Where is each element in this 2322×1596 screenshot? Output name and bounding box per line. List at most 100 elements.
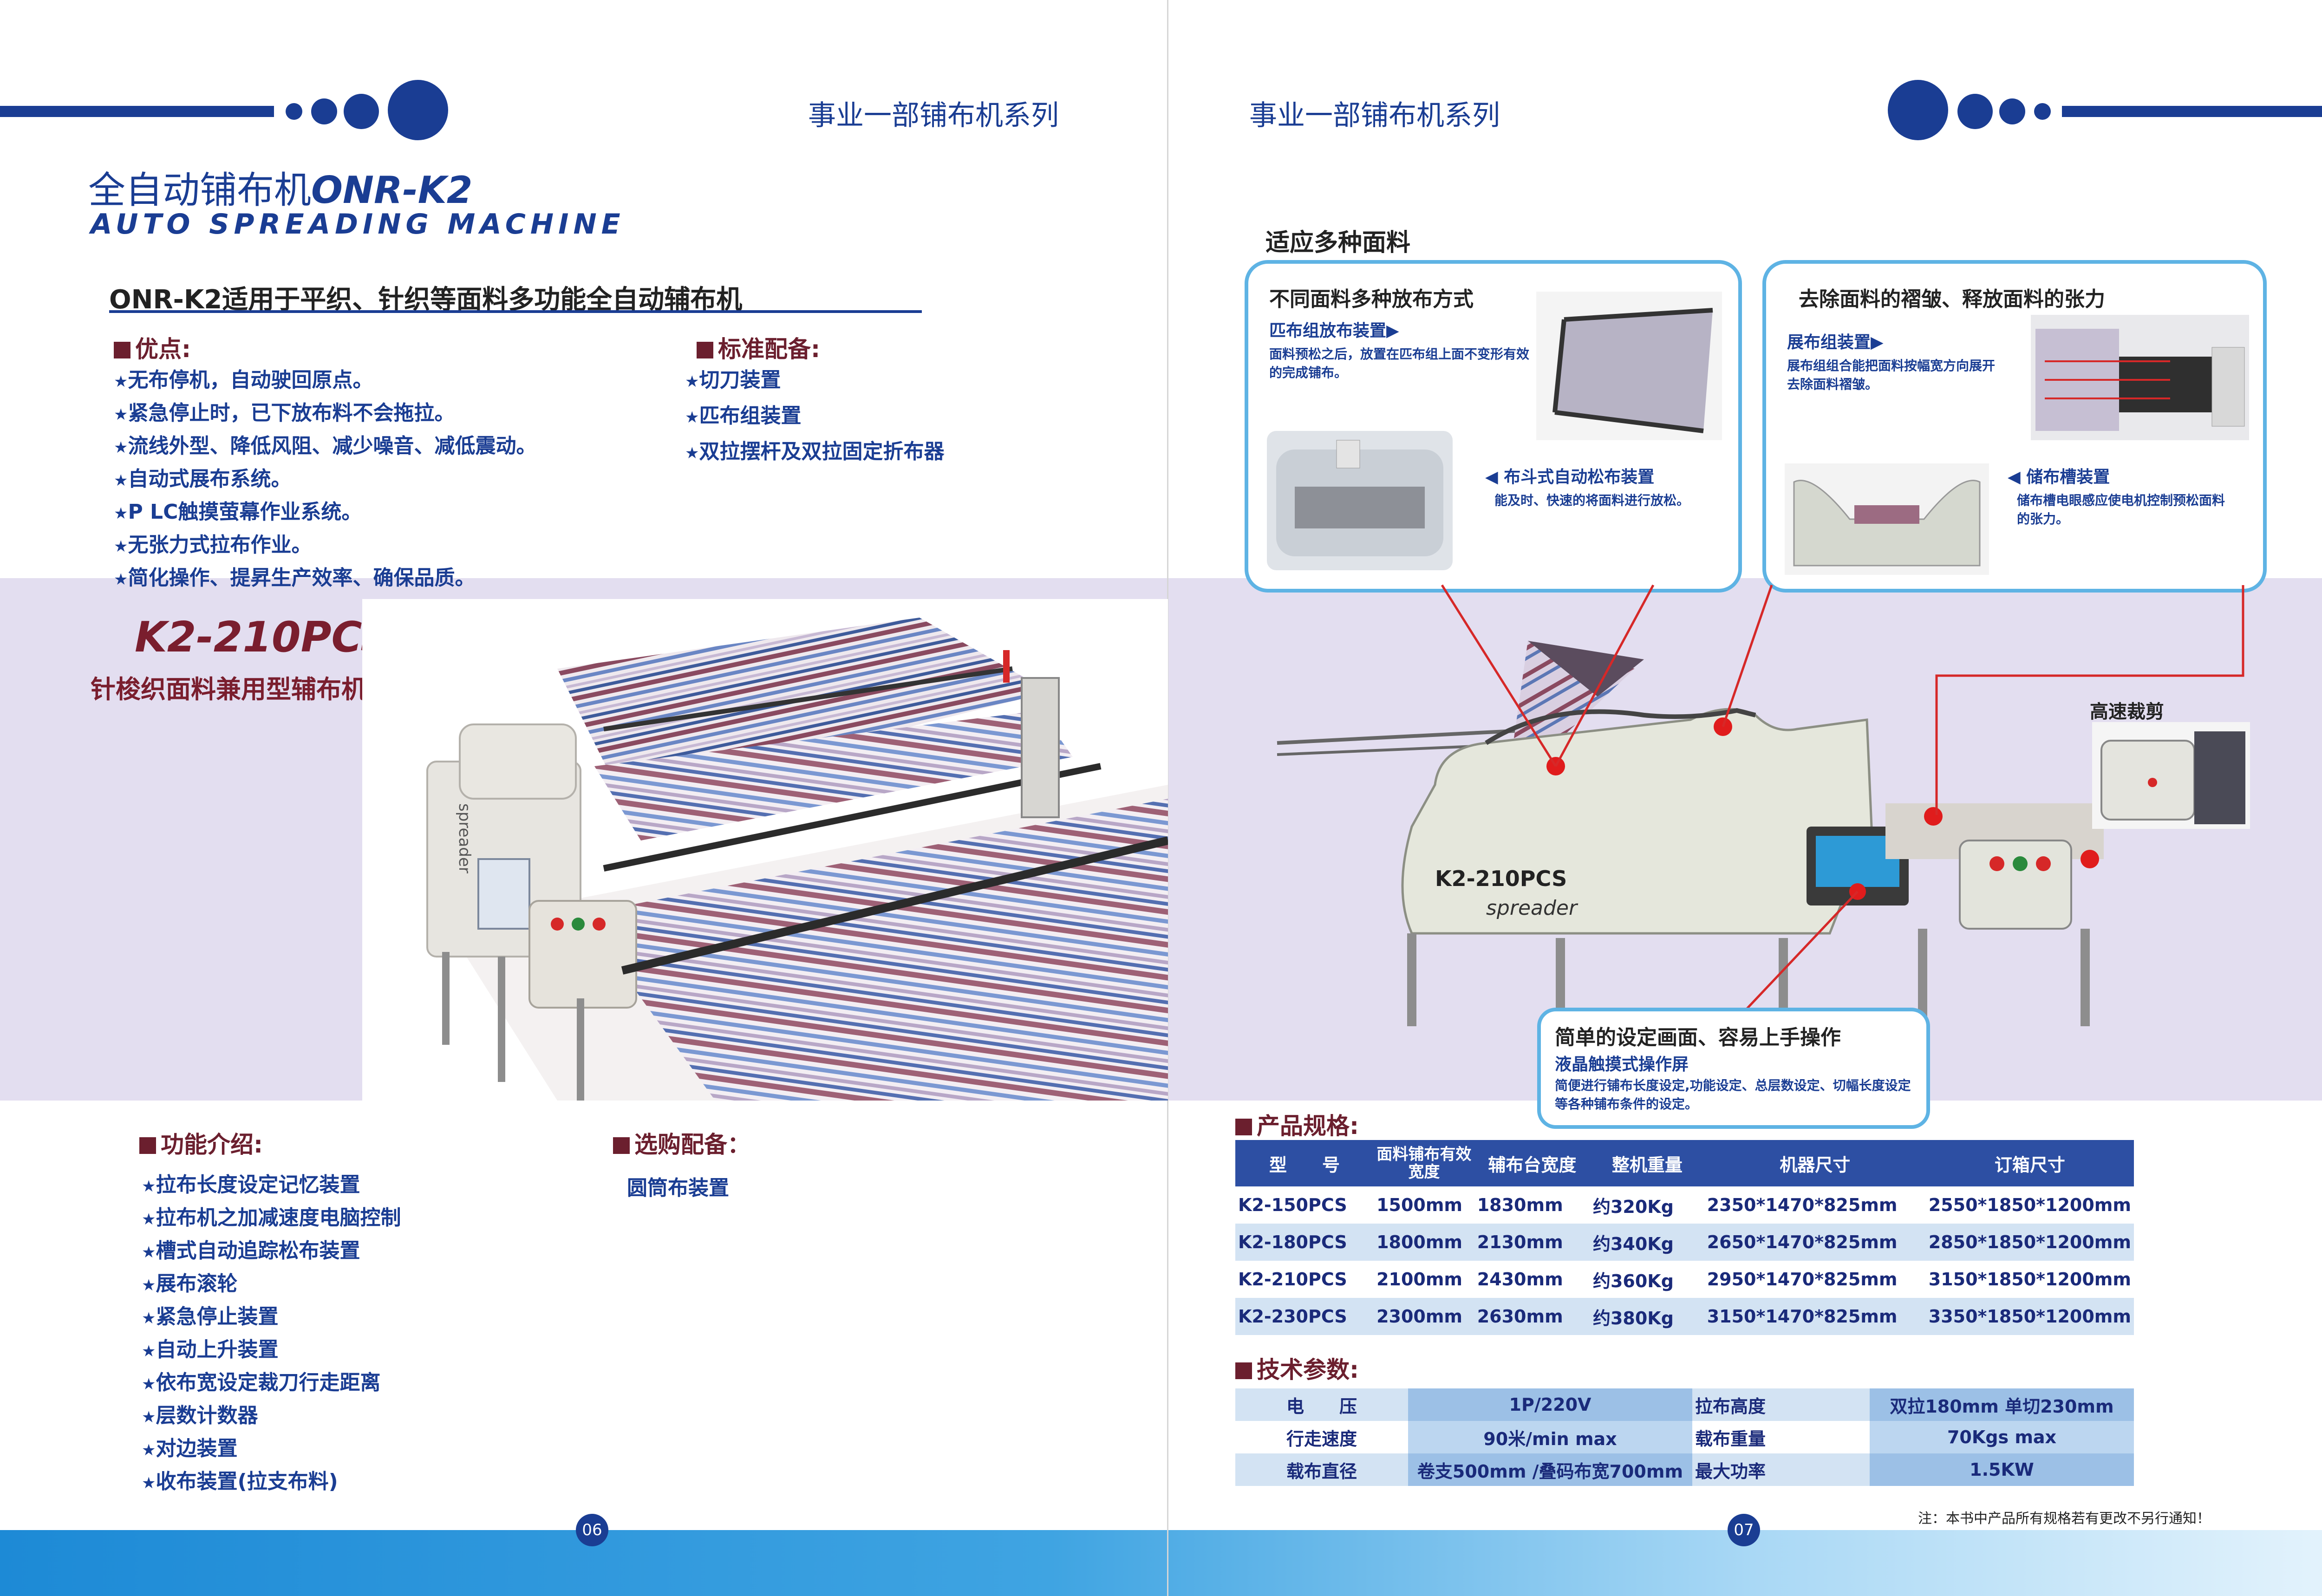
- table-cell: 1800mm: [1376, 1232, 1463, 1252]
- list-item: 双拉摆杆及双拉固定折布器: [685, 435, 944, 470]
- table-cell: 行走速度: [1235, 1421, 1408, 1453]
- spreading-roller-illustration: [2035, 329, 2245, 431]
- table-cell: 70Kgs max: [1870, 1421, 2134, 1453]
- square-bullet-icon: [1235, 1362, 1252, 1379]
- table-cell: 约380Kg: [1592, 1308, 1674, 1329]
- callout-touch-screen: 简单的设定画面、容易上手操作 液晶触摸式操作屏 简便进行铺布长度设定,功能设定、…: [1537, 1008, 1930, 1129]
- table-row: K2-230PCS 2300mm 2630mm 约380Kg 3150*1470…: [1235, 1298, 2134, 1335]
- table-header-row: 型 号 面料铺布有效宽度 辅布台宽度 整机重量 机器尺寸 订箱尺寸: [1235, 1140, 2134, 1186]
- list-item: 自动式展布系统。: [114, 463, 536, 496]
- table-cell: 最大功率: [1692, 1453, 1870, 1486]
- column-header: 机器尺寸: [1780, 1154, 1851, 1175]
- fabrics-heading: 适应多种面料: [1265, 229, 1411, 257]
- advantages-list: 无布停机，自动驶回原点。 紧急停止时，已下放布料不会拖拉。 流线外型、降低风阻、…: [114, 365, 536, 595]
- subtitle: ONR-K2适用于平织、针织等面料多功能全自动辅布机: [109, 285, 743, 315]
- column-header: 辅布台宽度: [1488, 1154, 1577, 1175]
- list-item: 层数计数器: [142, 1400, 401, 1433]
- callout-title: 去除面料的褶皱、释放面料的张力: [1799, 287, 2105, 311]
- table-row: 行走速度 90米/min max 载布重量 70Kgs max: [1235, 1421, 2134, 1453]
- title-model: ONR-K2: [311, 169, 473, 212]
- list-item: 依布宽设定裁刀行走距离: [142, 1367, 401, 1400]
- list-item: 无张力式拉布作业。: [114, 529, 536, 562]
- table-cell: K2-210PCS: [1238, 1269, 1347, 1290]
- square-bullet-icon: [613, 1137, 630, 1154]
- callout-desc: 简便进行铺布长度设定,功能设定、总层数设定、切幅长度设定等各种铺布条件的设定。: [1555, 1078, 1911, 1112]
- spec-table: 型 号 面料铺布有效宽度 辅布台宽度 整机重量 机器尺寸 订箱尺寸 K2-150…: [1235, 1140, 2134, 1335]
- cloth-rack-illustration: [1552, 308, 1713, 433]
- table-row: K2-210PCS 2100mm 2430mm 约360Kg 2950*1470…: [1235, 1261, 2134, 1298]
- header-bar-right: [2062, 106, 2322, 117]
- table-cell: 约340Kg: [1592, 1233, 1674, 1254]
- series-header-left: 事业一部铺布机系列: [808, 99, 1059, 132]
- page-title: 全自动铺布机ONR-K2: [88, 160, 472, 214]
- list-item: 展布滚轮: [142, 1268, 401, 1301]
- table-cell: 3150*1470*825mm: [1707, 1306, 1898, 1327]
- spec-heading: 产品规格:: [1235, 1107, 1359, 1141]
- footer-band: [0, 1530, 2322, 1596]
- table-row: 载布直径 卷支500mm /叠码布宽700mm 最大功率 1.5KW: [1235, 1453, 2134, 1486]
- subtitle-underline: [109, 310, 922, 313]
- table-cell: 1.5KW: [1870, 1453, 2134, 1486]
- table-cell: 3350*1850*1200mm: [1928, 1306, 2131, 1327]
- table-cell: 2650*1470*825mm: [1707, 1232, 1898, 1252]
- column-header: 型 号: [1269, 1154, 1340, 1175]
- table-row: 电 压 1P/220V 拉布高度 双拉180mm 单切230mm: [1235, 1388, 2134, 1421]
- header-dot-large: [388, 80, 448, 140]
- list-item: P LC触摸萤幕作业系统。: [114, 496, 536, 529]
- column-header: 订箱尺寸: [1994, 1154, 2065, 1175]
- callout-item-title: 匹布组放布装置▶: [1269, 321, 1399, 340]
- table-cell: 2100mm: [1376, 1269, 1463, 1290]
- callout-item-desc: 能及时、快速的将面料进行放松。: [1494, 493, 1690, 508]
- machine-model-label: K2-210PCS: [1435, 866, 1567, 891]
- table-cell: 拉布高度: [1692, 1388, 1870, 1421]
- table-cell: 1P/220V: [1408, 1388, 1692, 1421]
- table-cell: 2300mm: [1376, 1306, 1463, 1327]
- callout-item-desc: 储布槽电眼感应使电机控制预松面料的张力。: [2017, 493, 2225, 527]
- list-item: 自动上升装置: [142, 1334, 401, 1367]
- fabric-hopper-photo: [1267, 431, 1453, 570]
- table-cell: 1500mm: [1376, 1195, 1463, 1215]
- table-cell: 卷支500mm /叠码布宽700mm: [1408, 1453, 1692, 1486]
- callout-fabric-tension: 去除面料的褶皱、释放面料的张力 展布组装置▶ 展布组组合能把面料按幅宽方向展开去…: [1762, 260, 2267, 593]
- tech-table: 电 压 1P/220V 拉布高度 双拉180mm 单切230mm 行走速度 90…: [1235, 1388, 2134, 1486]
- model-name: K2-210PCS: [135, 613, 391, 662]
- header-dot: [344, 94, 379, 129]
- spreading-roller-photo: [2031, 315, 2249, 440]
- table-cell: 2130mm: [1477, 1232, 1563, 1252]
- table-cell: 2630mm: [1477, 1306, 1563, 1327]
- list-item: 紧急停止时，已下放布料不会拖拉。: [114, 397, 536, 430]
- table-cell: 2950*1470*825mm: [1707, 1269, 1898, 1290]
- table-cell: 3150*1850*1200mm: [1928, 1269, 2131, 1290]
- page-number-right: 07: [1728, 1514, 1760, 1546]
- list-item: 简化操作、提昇生产效率、确保品质。: [114, 562, 536, 595]
- table-cell: 2430mm: [1477, 1269, 1563, 1290]
- list-item: 匹布组装置: [685, 399, 944, 435]
- callout-subtitle: 液晶触摸式操作屏: [1555, 1055, 1689, 1074]
- table-cell: 1830mm: [1477, 1195, 1563, 1215]
- table-cell: K2-230PCS: [1238, 1306, 1347, 1327]
- list-item: 切刀装置: [685, 363, 944, 399]
- fabric-trough-photo: [1785, 463, 1989, 575]
- model-subtitle: 针梭织面料兼用型辅布机: [91, 675, 366, 704]
- tech-heading: 技术参数:: [1235, 1351, 1359, 1385]
- callout-fabric-feeding: 不同面料多种放布方式 匹布组放布装置▶ 面料预松之后，放置在匹布组上面不变形有效…: [1245, 260, 1742, 593]
- optional-heading: 选购配备：: [613, 1126, 750, 1160]
- title-en: AUTO SPREADING MACHINE: [91, 208, 625, 241]
- header-dot-large: [1888, 80, 1948, 140]
- callout-title: 简单的设定画面、容易上手操作: [1555, 1026, 1841, 1049]
- table-cell: 90米/min max: [1408, 1421, 1692, 1453]
- table-cell: 双拉180mm 单切230mm: [1870, 1388, 2134, 1421]
- header-dot: [1957, 94, 1993, 129]
- advantages-heading: 优点:: [114, 331, 191, 364]
- disclaimer-note: 注：本书中产品所有规格若有更改不另行通知！: [1918, 1511, 2211, 1527]
- header-dot: [1999, 98, 2025, 124]
- table-cell: 约360Kg: [1592, 1270, 1674, 1291]
- standard-heading: 标准配备:: [697, 331, 820, 364]
- list-item: 槽式自动追踪松布装置: [142, 1235, 401, 1268]
- table-cell: K2-180PCS: [1238, 1232, 1347, 1252]
- title-cn: 全自动铺布机: [88, 169, 311, 212]
- optional-item: 圆筒布装置: [627, 1176, 729, 1200]
- functions-list: 拉布长度设定记忆装置 拉布机之加减速度电脑控制 槽式自动追踪松布装置 展布滚轮 …: [142, 1169, 401, 1499]
- spreader-illustration: [362, 599, 1168, 1101]
